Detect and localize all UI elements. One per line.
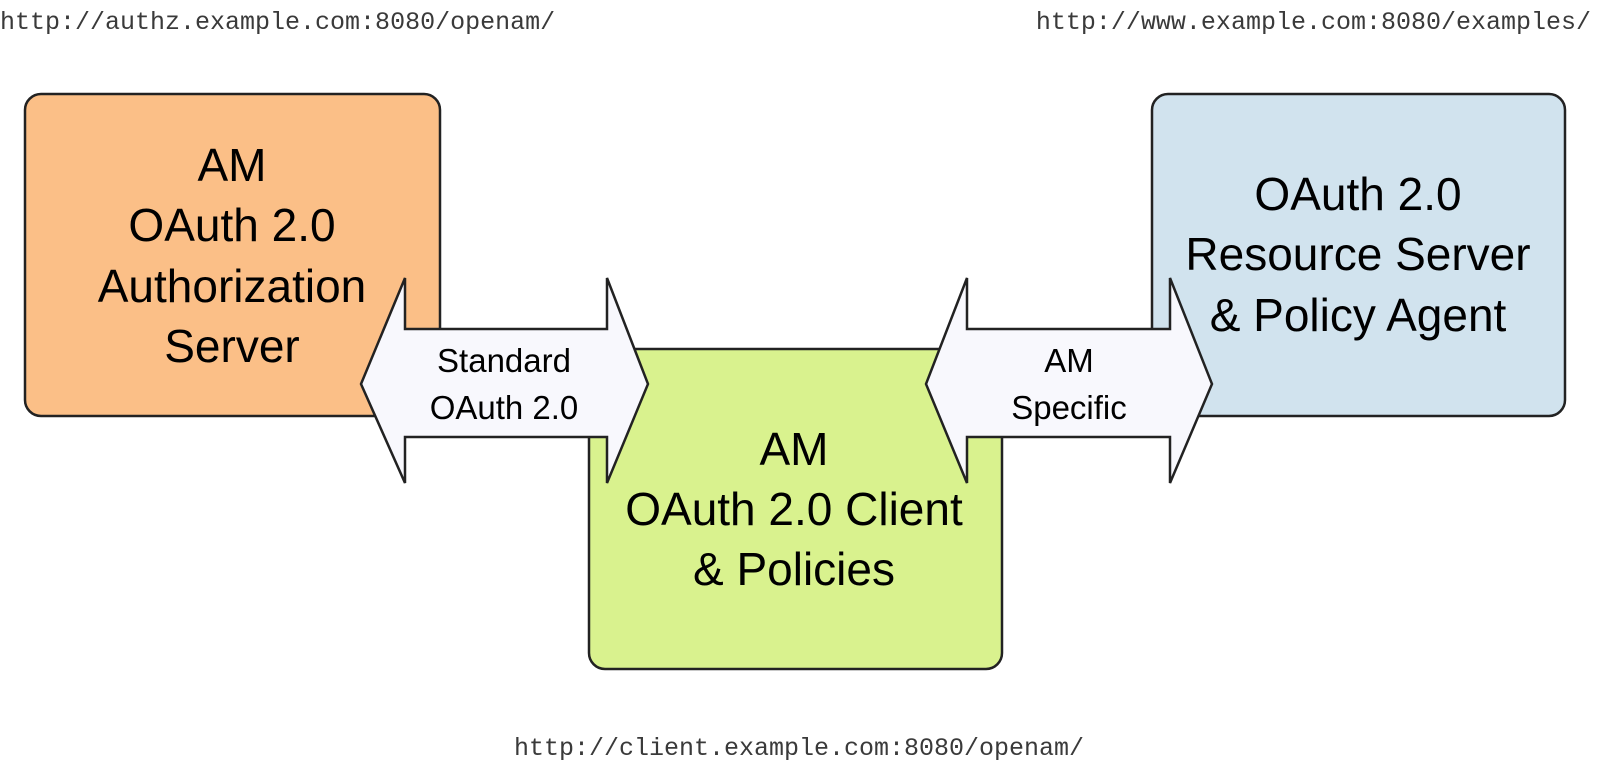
left-arrow-label-2: OAuth 2.0 [430, 389, 579, 426]
authz-box-line-3: Authorization [98, 260, 367, 312]
right-arrow-label-1: AM [1044, 342, 1094, 379]
standard-oauth-arrow: Standard OAuth 2.0 [359, 277, 650, 484]
am-specific-arrow: AM Specific [924, 277, 1214, 484]
authz-box-line-1: AM [198, 139, 267, 191]
resource-server-box: OAuth 2.0 Resource Server & Policy Agent [1150, 92, 1567, 418]
resource-box-line-3: & Policy Agent [1210, 289, 1507, 341]
client-box-line-1: AM [760, 423, 829, 475]
resource-server-url: http://www.example.com:8080/examples/ [1036, 8, 1591, 37]
authorization-server-box: AM OAuth 2.0 Authorization Server [23, 92, 442, 418]
standard-oauth-arrow-shape [359, 277, 650, 484]
resource-box-line-2: Resource Server [1185, 228, 1530, 280]
left-arrow-label-1: Standard [437, 342, 571, 379]
client-box-line-3: & Policies [693, 543, 895, 595]
client-url: http://client.example.com:8080/openam/ [514, 734, 1084, 763]
authz-box-line-2: OAuth 2.0 [128, 199, 335, 251]
client-box: AM OAuth 2.0 Client & Policies [587, 347, 1004, 671]
authz-box-line-4: Server [164, 320, 299, 372]
am-specific-arrow-shape [924, 277, 1214, 484]
authz-server-url: http://authz.example.com:8080/openam/ [0, 8, 555, 37]
resource-box-line-1: OAuth 2.0 [1254, 168, 1461, 220]
right-arrow-label-2: Specific [1011, 389, 1127, 426]
client-box-line-2: OAuth 2.0 Client [625, 483, 963, 535]
